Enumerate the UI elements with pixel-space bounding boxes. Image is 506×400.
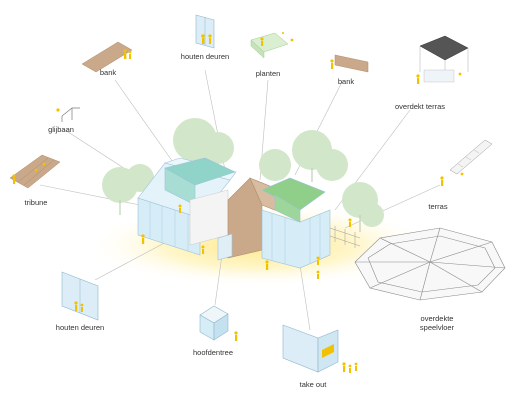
label-bank-right: bank xyxy=(337,77,355,86)
label-bank-left: bank xyxy=(99,68,117,77)
label-terras: terras xyxy=(428,202,448,211)
label-tribune: tribune xyxy=(24,198,48,207)
speelvloer-canopy xyxy=(354,227,506,301)
icon-terras xyxy=(440,139,493,186)
icon-houten-deuren-top xyxy=(195,14,215,49)
icon-hoofdentree xyxy=(199,305,238,341)
label-speelvloer-line1: overdekte xyxy=(420,314,454,323)
icon-overdekt-terras xyxy=(416,35,469,84)
label-houten-deuren-bottom: houten deuren xyxy=(55,323,105,332)
icon-planten xyxy=(250,32,294,59)
icon-glijbaan xyxy=(56,107,80,122)
people-figures xyxy=(141,204,352,279)
trees xyxy=(102,118,384,227)
icon-houten-deuren-bottom xyxy=(61,271,99,321)
building xyxy=(137,157,331,269)
label-take-out: take out xyxy=(299,380,327,389)
label-speelvloer-line2: speelvloer xyxy=(419,323,455,332)
icon-bank-left xyxy=(81,41,133,73)
label-glijbaan: glijbaan xyxy=(48,125,74,134)
terrace-structure xyxy=(329,226,361,248)
label-overdekt-terras: overdekt terras xyxy=(394,102,446,111)
label-houten-deuren-top: houten deuren xyxy=(180,52,230,61)
icon-bank-right xyxy=(330,54,369,73)
icon-tribune xyxy=(9,154,61,189)
icon-take-out xyxy=(282,324,358,373)
label-hoofdentree: hoofdentree xyxy=(192,348,234,357)
label-planten: planten xyxy=(255,69,281,78)
